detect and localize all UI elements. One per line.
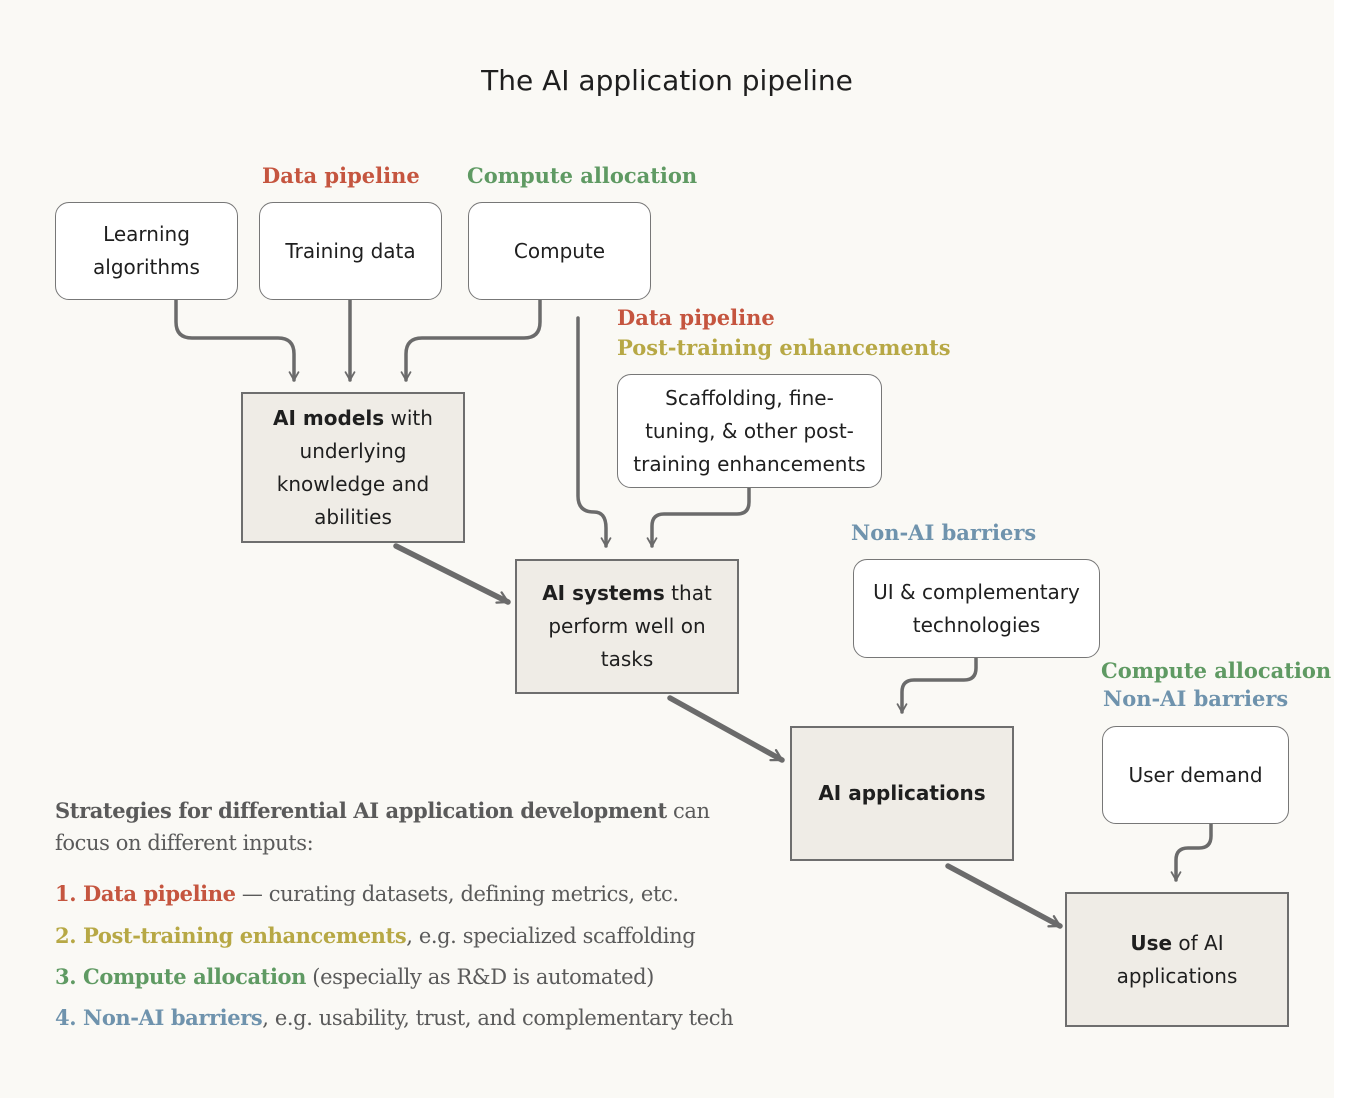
label-data-pipeline-mid: Data pipeline — [617, 305, 775, 330]
label-data-pipeline-top: Data pipeline — [262, 163, 420, 188]
label-compute-allocation-top: Compute allocation — [467, 163, 698, 188]
strategies-intro: Strategies for differential AI applicati… — [55, 798, 710, 823]
arrow-compute-to-systems — [576, 316, 612, 548]
arrow-scaffolding-to-systems — [646, 486, 751, 548]
box-scaffolding: Scaffolding, fine-tuning, & other post-t… — [617, 374, 882, 488]
box-compute: Compute — [468, 202, 651, 300]
label-compute-allocation-right: Compute allocation — [1101, 658, 1332, 683]
arrow-learning-to-models — [174, 298, 300, 382]
strategies-intro-line2: focus on different inputs: — [55, 831, 314, 855]
strategy-item-3: 3. Compute allocation (especially as R&D… — [55, 964, 654, 989]
label-post-training-mid: Post-training enhancements — [617, 335, 951, 360]
strategy-item-4: 4. Non-AI barriers, e.g. usability, trus… — [55, 1005, 734, 1030]
box-ai-models: AI models with underlying knowledge and … — [241, 392, 465, 543]
label-non-ai-barriers-mid: Non-AI barriers — [851, 520, 1037, 545]
arrow-models-to-systems — [393, 543, 511, 605]
strategy-item-1: 1. Data pipeline — curating datasets, de… — [55, 881, 679, 906]
box-training-data: Training data — [259, 202, 442, 300]
arrow-applications-to-use — [945, 863, 1063, 929]
diagram-title: The AI application pipeline — [481, 64, 853, 97]
box-use-of-ai: Use of AI applications — [1065, 892, 1289, 1027]
label-non-ai-barriers-right: Non-AI barriers — [1103, 686, 1289, 711]
arrow-systems-to-applications — [667, 695, 785, 763]
strategy-item-2: 2. Post-training enhancements, e.g. spec… — [55, 923, 696, 948]
arrow-compute-to-models — [400, 298, 542, 382]
arrow-demand-to-use — [1170, 822, 1213, 882]
box-ai-applications: AI applications — [790, 726, 1014, 861]
box-ai-systems: AI systems that perform well on tasks — [515, 559, 739, 694]
arrow-ui-to-applications — [896, 656, 978, 714]
box-user-demand: User demand — [1102, 726, 1289, 824]
